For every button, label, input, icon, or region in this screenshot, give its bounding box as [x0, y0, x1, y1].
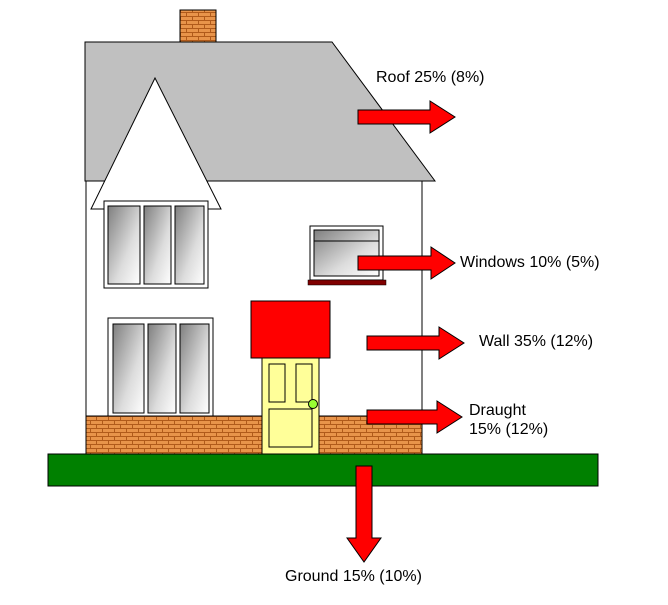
chimney: [179, 9, 217, 43]
door-knob: [308, 399, 318, 409]
draught-label-line1: Draught: [469, 402, 526, 419]
draught-label: Draught 15% (12%): [469, 401, 548, 439]
roof-arrow-icon: [357, 100, 456, 134]
draught-label-line2: 15% (12%): [469, 421, 549, 438]
ground-arrow-icon: [346, 465, 382, 563]
ground: [47, 453, 599, 487]
lower-window: [107, 317, 214, 418]
front-door: [261, 357, 320, 456]
window-sill: [307, 279, 387, 286]
brick-base: [85, 415, 423, 456]
windows-arrow-icon: [357, 246, 456, 280]
roof-label: Roof 25% (8%): [376, 69, 485, 86]
windows-label: Windows 10% (5%): [460, 254, 600, 271]
upper-window: [103, 200, 209, 289]
ground-label: Ground 15% (10%): [285, 568, 422, 585]
draught-arrow-icon: [366, 400, 463, 434]
wall-arrow-icon: [366, 326, 465, 360]
wall-label: Wall 35% (12%): [479, 333, 594, 350]
door-canopy: [250, 300, 331, 359]
